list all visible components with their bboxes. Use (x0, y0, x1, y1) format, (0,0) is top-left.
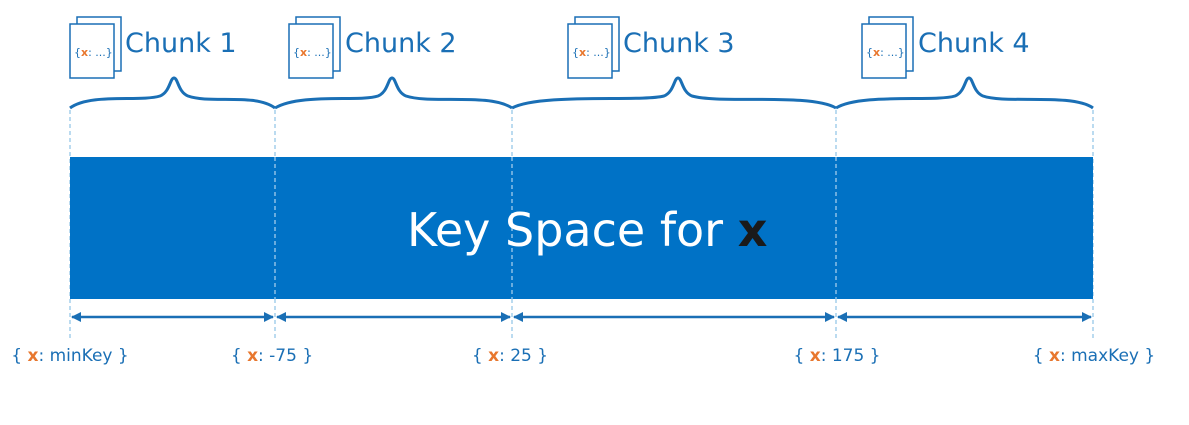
doc-rest: : ...} (880, 46, 905, 59)
doc-brace-open: { (572, 46, 579, 59)
chunk-3: {x: ...} Chunk 3 (511, 16, 837, 110)
doc-field-x: x (579, 46, 586, 59)
curly-brace (69, 76, 276, 110)
bound-label-minkey: { x: minKey } (11, 346, 128, 366)
chunk-label: Chunk 4 (918, 28, 1030, 59)
bound-label-minus-75: { x: -75 } (231, 346, 313, 366)
document-stack-icon: {x: ...} (69, 16, 122, 79)
doc-rest: : ...} (88, 46, 113, 59)
doc-field-x: x (873, 46, 880, 59)
doc-field-x: x (81, 46, 88, 59)
key-space-field-x: x (738, 203, 768, 257)
key-space-band (70, 157, 1093, 299)
chunk-2: {x: ...} Chunk 2 (274, 16, 513, 110)
svg-text:{x: ...}: {x: ...} (74, 46, 113, 59)
doc-brace-open: { (866, 46, 873, 59)
svg-text:{x: ...}: {x: ...} (866, 46, 905, 59)
curly-brace (835, 76, 1094, 110)
curly-brace (511, 76, 837, 110)
key-space-title: Key Space for x (407, 203, 767, 257)
key-space-title-text: Key Space for (407, 203, 738, 257)
doc-field-x: x (300, 46, 307, 59)
chunk-label: Chunk 1 (125, 28, 237, 59)
band-dividers (274, 157, 837, 299)
svg-text:{x: ...}: {x: ...} (293, 46, 332, 59)
document-stack-icon: {x: ...} (567, 16, 620, 79)
chunk-1: {x: ...} Chunk 1 (69, 16, 276, 110)
chunk-label: Chunk 3 (623, 28, 735, 59)
chunk-4: {x: ...} Chunk 4 (835, 16, 1094, 110)
doc-rest: : ...} (307, 46, 332, 59)
chunk-label: Chunk 2 (345, 28, 457, 59)
bound-label-25: { x: 25 } (472, 346, 548, 366)
doc-rest: : ...} (586, 46, 611, 59)
document-stack-icon: {x: ...} (861, 16, 914, 79)
doc-brace-open: { (74, 46, 81, 59)
curly-brace (274, 76, 513, 110)
doc-brace-open: { (293, 46, 300, 59)
svg-text:{x: ...}: {x: ...} (572, 46, 611, 59)
document-stack-icon: {x: ...} (288, 16, 341, 79)
bound-label-maxkey: { x: maxKey } (1033, 346, 1155, 366)
bound-label-175: { x: 175 } (793, 346, 880, 366)
